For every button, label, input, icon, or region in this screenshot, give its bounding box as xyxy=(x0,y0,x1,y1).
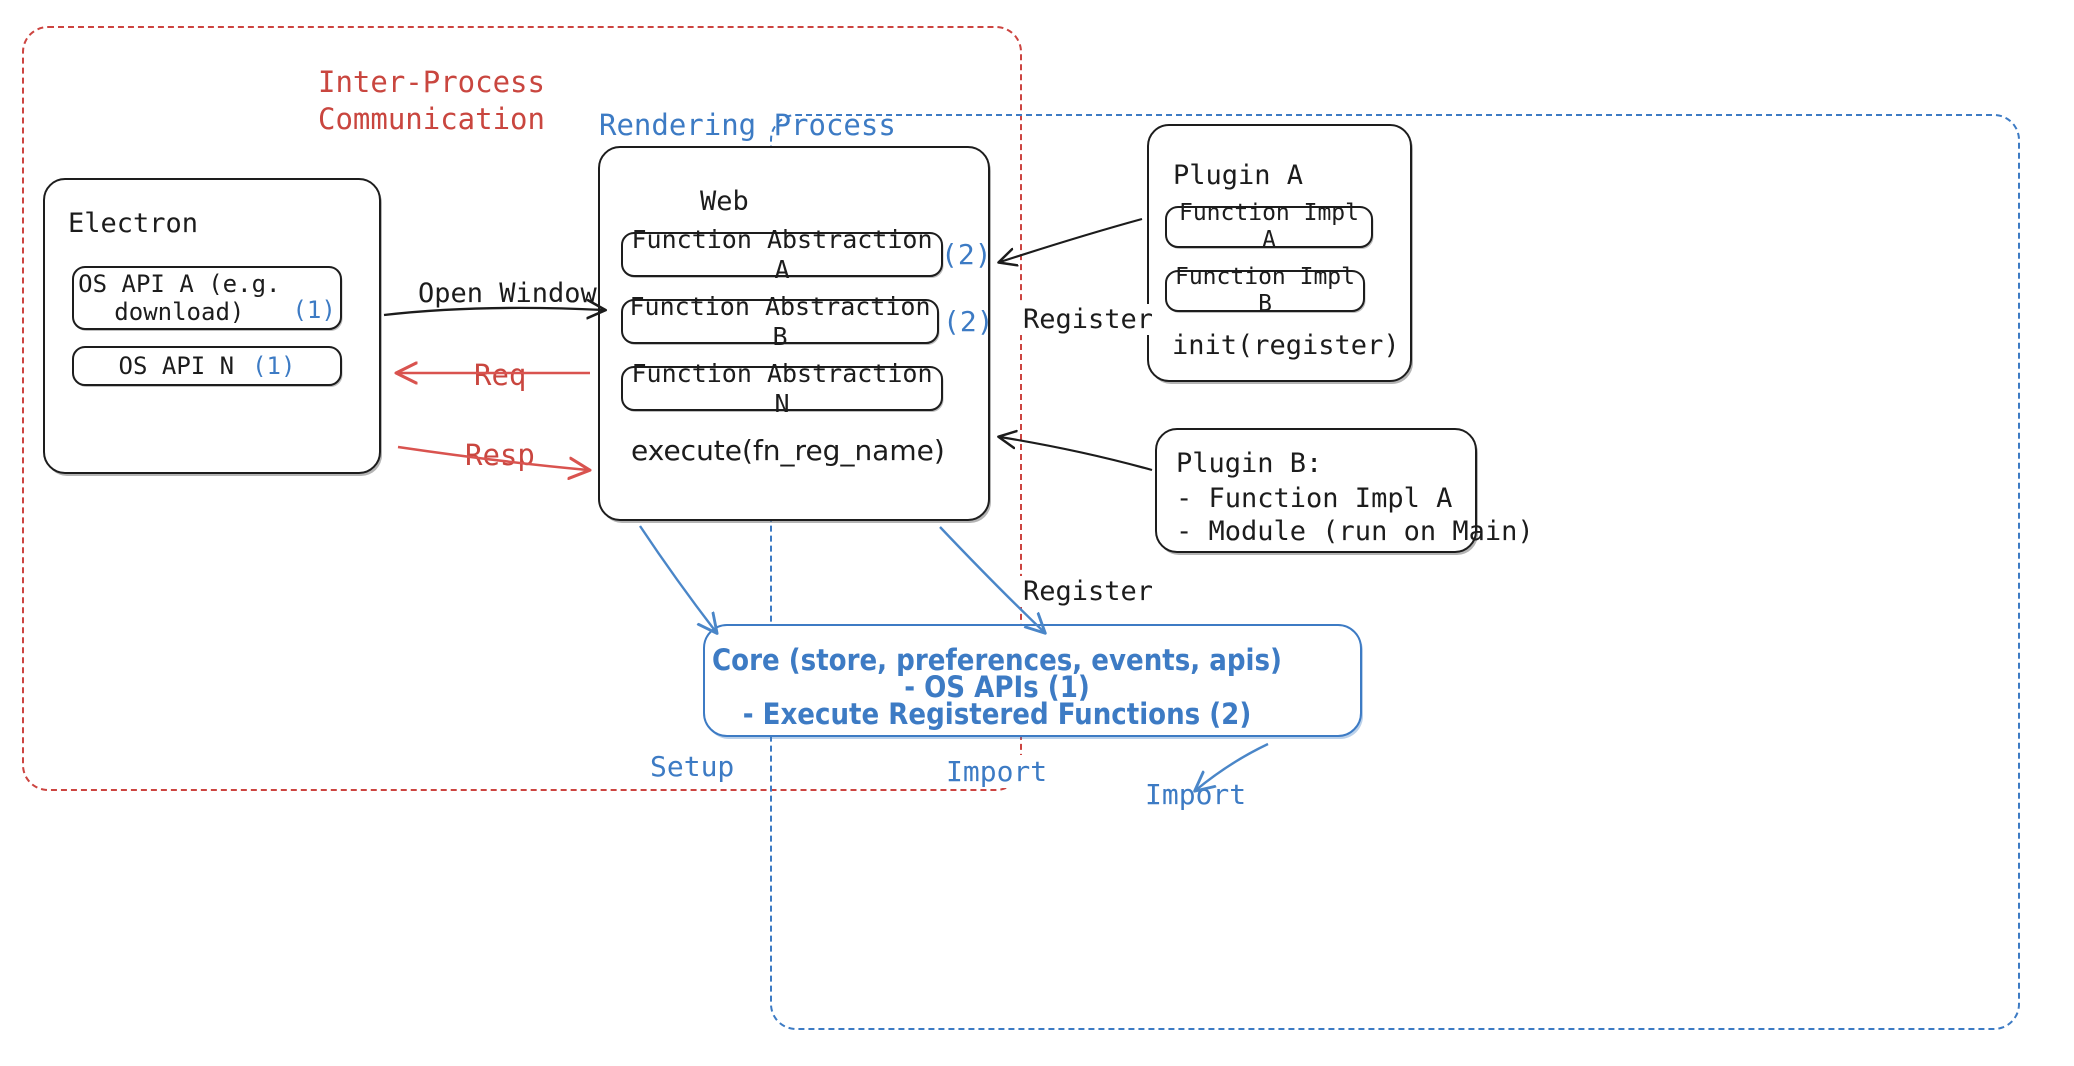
region-inter-process-communication xyxy=(22,26,1022,791)
web-item-function-abstraction-b[interactable]: Function Abstraction B xyxy=(621,292,939,351)
web-item-function-abstraction-n[interactable]: Function Abstraction N xyxy=(621,359,943,418)
region-rendering-process xyxy=(770,114,2020,1030)
core-line-execute-registered: - Execute Registered Functions (2) xyxy=(742,697,1252,731)
web-footer-execute: execute(fn_reg_name) xyxy=(631,434,945,467)
web-item-function-abstraction-b-label: Function Abstraction B xyxy=(629,292,931,351)
plugin-b-line-module: - Module (run on Main) xyxy=(1176,516,1534,547)
edge-label-setup: Setup xyxy=(644,750,741,783)
plugin-b-line-function-impl-a: - Function Impl A xyxy=(1176,483,1453,514)
web-item-function-abstraction-n-label: Function Abstraction N xyxy=(631,359,933,418)
plugin-a-box xyxy=(1147,124,1412,382)
electron-title: Electron xyxy=(68,208,199,239)
plugin-a-item-function-impl-b-label: Function Impl B xyxy=(1174,263,1355,317)
edge-label-register-plugin-a: Register xyxy=(1018,304,1159,335)
web-title: Web xyxy=(700,186,749,217)
edge-label-import-web: Import xyxy=(940,755,1054,788)
electron-item-os-api-n-label: OS API N xyxy=(118,351,235,380)
electron-item-os-api-n[interactable]: OS API N (1) xyxy=(72,346,342,386)
edge-label-register-plugin-b: Register xyxy=(1018,576,1159,607)
plugin-a-footer-init: init(register) xyxy=(1172,330,1400,361)
region-label-rendering-process: Rendering Process xyxy=(599,108,896,142)
edge-label-req: Req xyxy=(466,358,535,392)
core-line-main: Core (store, preferences, events, apis) xyxy=(712,643,1282,677)
plugin-a-title: Plugin A xyxy=(1173,160,1304,191)
web-item-function-abstraction-a[interactable]: Function Abstraction A xyxy=(621,225,943,284)
electron-item-os-api-a[interactable]: OS API A (e.g. download) (1) xyxy=(72,266,342,330)
edge-label-open-window: Open Window xyxy=(418,278,597,309)
web-item-function-abstraction-a-label: Function Abstraction A xyxy=(631,225,933,284)
plugin-b-box xyxy=(1155,428,1477,553)
edge-label-import-plugin-b: Import xyxy=(1139,778,1253,811)
core-line-os-apis: - OS APIs (1) xyxy=(904,670,1090,704)
electron-item-os-api-n-badge: (1) xyxy=(252,351,296,380)
region-label-inter-process-communication: Inter-Process Communication xyxy=(318,65,545,137)
plugin-a-item-function-impl-b[interactable]: Function Impl B xyxy=(1165,264,1365,317)
web-item-function-abstraction-b-badge: (2) xyxy=(943,305,994,338)
plugin-a-item-function-impl-a-label: Function Impl A xyxy=(1178,199,1359,253)
plugin-b-line-title: Plugin B: xyxy=(1176,448,1323,479)
electron-item-os-api-a-label: OS API A (e.g. download) xyxy=(78,269,281,326)
electron-item-os-api-a-badge: (1) xyxy=(292,295,336,324)
plugin-a-item-function-impl-a[interactable]: Function Impl A xyxy=(1165,200,1373,253)
web-item-function-abstraction-a-badge: (2) xyxy=(941,238,992,271)
edge-label-resp: Resp xyxy=(457,438,543,472)
